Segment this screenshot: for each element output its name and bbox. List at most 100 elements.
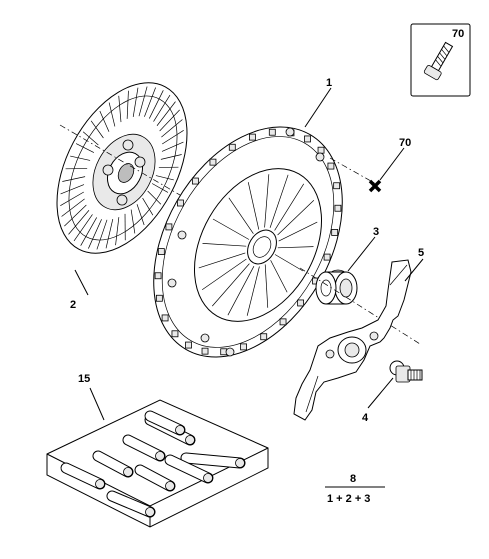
friction-slot (108, 102, 116, 127)
friction-slot (99, 110, 110, 132)
rim-notch (297, 299, 305, 307)
rim-notch (191, 177, 199, 185)
friction-slot (62, 176, 86, 182)
friction-slot (88, 219, 102, 249)
friction-slot (144, 87, 156, 117)
friction-slot (73, 214, 93, 242)
rim-notch (228, 143, 236, 151)
dowel-pin (106, 490, 156, 518)
friction-slot (64, 204, 87, 227)
rim-notch (249, 133, 256, 141)
screw-inset: 70 (410, 23, 471, 97)
callout-5: 5 (418, 247, 424, 259)
rim-notch (334, 204, 342, 212)
rim-notch (260, 333, 268, 341)
callout-3: 3 (373, 226, 379, 238)
rim-notch (331, 229, 339, 236)
friction-slot (138, 86, 148, 117)
diaphragm-finger (246, 266, 260, 316)
diaphragm-finger (270, 260, 288, 293)
friction-slot (155, 175, 174, 181)
friction-slot (159, 109, 180, 132)
friction-slot (80, 217, 98, 246)
dowel-pin (92, 450, 134, 478)
friction-slot (161, 119, 183, 138)
dowel-pin (144, 410, 186, 436)
friction-slot (115, 217, 120, 246)
friction-slots (60, 86, 184, 250)
pivot-stud-icon (389, 360, 423, 383)
diaphragm-finger (212, 263, 250, 307)
clutch-disc-icon (56, 82, 241, 254)
friction-slot (75, 143, 95, 153)
friction-slot (68, 210, 90, 235)
friction-slot (105, 219, 114, 249)
diaphragm-finger (228, 197, 254, 234)
rim-notch (268, 128, 276, 136)
diaphragm-finger (212, 218, 250, 240)
friction-slot (161, 141, 184, 152)
friction-slot (151, 183, 169, 193)
friction-slot (132, 87, 139, 117)
diaphragm-finger (247, 182, 260, 230)
rim-notch (304, 135, 311, 143)
diaphragm-finger (198, 252, 246, 269)
friction-slot (60, 191, 84, 206)
rim-notch (155, 294, 163, 302)
rim-notch (279, 318, 287, 326)
rim-notch (177, 199, 184, 207)
dowel-pin (60, 462, 106, 490)
diaphragm-finger (202, 243, 247, 247)
friction-slot (162, 130, 184, 145)
callout-4: 4 (362, 412, 369, 424)
release-fork-icon (293, 259, 412, 421)
rim-notch (165, 223, 173, 231)
diaphragm-finger (264, 174, 270, 228)
friction-slot (60, 184, 85, 195)
dowel-pins (60, 410, 246, 518)
rim-notch (209, 158, 217, 166)
diaphragm-finger (264, 264, 269, 308)
rim-notch (240, 343, 247, 351)
callout-2: 2 (70, 299, 76, 311)
diaphragm-fingers (198, 174, 318, 316)
screw-icon (423, 41, 454, 81)
kit-formula: 8 1 + 2 + 3 (325, 473, 385, 505)
dowel-pin (134, 464, 176, 492)
friction-slot (126, 90, 129, 119)
friction-slot (61, 198, 85, 217)
diaphragm-finger (274, 254, 304, 272)
dowel-pin (164, 454, 214, 484)
screw-position-icon (368, 179, 382, 193)
diaphragm-finger (201, 258, 247, 291)
friction-slot (156, 101, 176, 126)
rim-notch (154, 272, 162, 280)
friction-slot (147, 190, 162, 205)
release-bearing-icon (315, 269, 358, 305)
callout-8: 8 (350, 473, 356, 485)
friction-slot (130, 209, 136, 234)
callout-70-inset: 70 (452, 28, 464, 40)
friction-slot (96, 219, 108, 250)
friction-slot (90, 120, 104, 139)
friction-slot (148, 90, 164, 119)
diaphragm-finger (227, 266, 255, 316)
rim-notch (185, 341, 192, 349)
callout-15: 15 (78, 373, 90, 385)
diaphragm-finger (277, 199, 315, 236)
friction-slot (153, 94, 171, 122)
rim-notch (157, 248, 165, 255)
kit-formula-text: 1 + 2 + 3 (327, 493, 370, 505)
diaphragm-finger (278, 221, 318, 242)
diaphragm-finger (277, 246, 314, 249)
rim-notch (201, 347, 209, 355)
diaphragm-finger (269, 174, 289, 228)
friction-slot (118, 95, 122, 123)
friction-slot (142, 197, 154, 216)
callout-70-main: 70 (399, 137, 411, 149)
friction-slot (136, 204, 145, 226)
rim-notch (323, 253, 331, 261)
rim-notch (333, 182, 341, 190)
rim-notch (317, 146, 325, 154)
